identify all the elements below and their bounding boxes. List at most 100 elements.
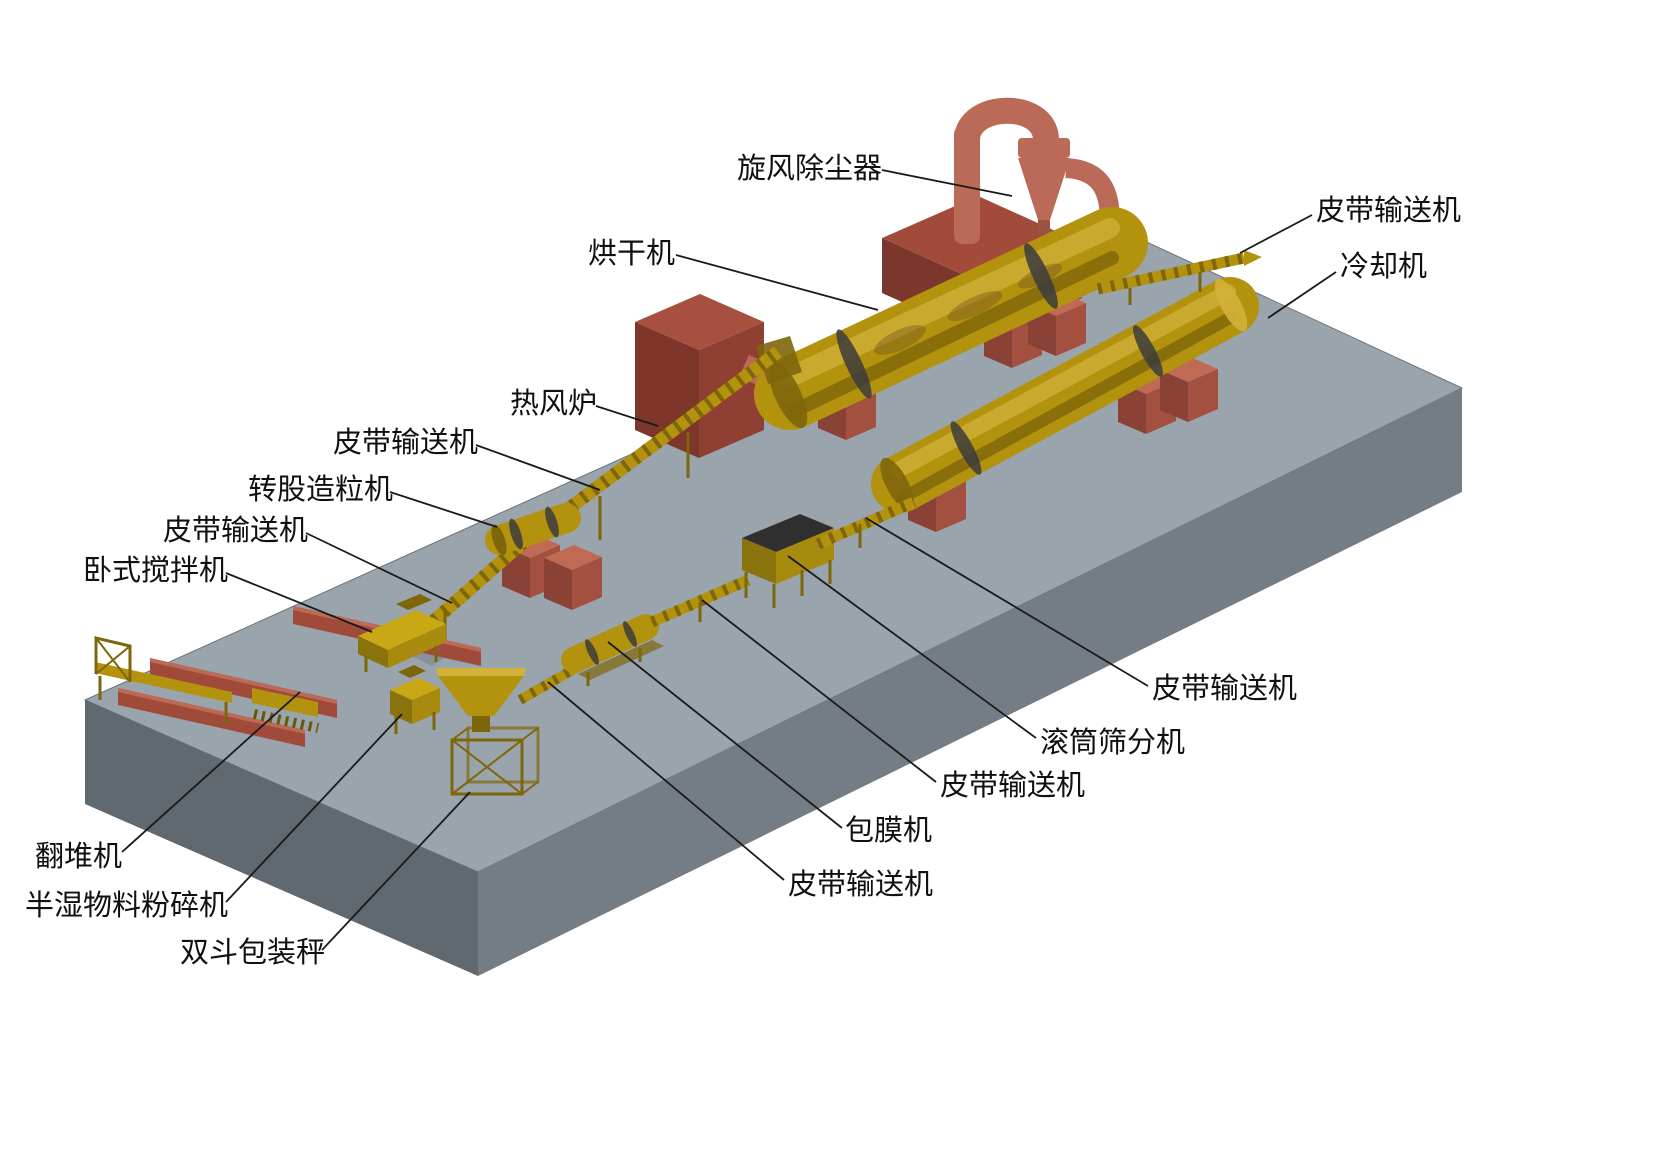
cooler-ring [1133, 325, 1163, 377]
turner-tower [94, 636, 132, 682]
label-coating-machine: 包膜机 [845, 814, 932, 847]
leader-cyclone-dust-collector [881, 169, 1013, 197]
cyclone-cone [1018, 158, 1070, 220]
leader-drum-screening-machine [787, 555, 1037, 739]
block-face [572, 557, 602, 610]
leader-horizontal-mixer [225, 572, 373, 633]
crusher-top [390, 678, 440, 700]
cyclone-body-top [1018, 138, 1070, 158]
label-belt-conveyor-upper-left: 皮带输送机 [333, 426, 478, 459]
turner-tines [252, 709, 320, 733]
scale-frame-edge [521, 781, 539, 795]
block-face [544, 558, 572, 610]
coater-ring [585, 639, 599, 665]
block-face [544, 545, 602, 570]
granulator-ring [509, 518, 523, 550]
leader-cooling-machine [1267, 271, 1337, 319]
cyclone-elbow-pipe [954, 97, 1059, 143]
scale-rim [436, 668, 526, 676]
cooler-shadow [896, 312, 1236, 504]
dryer-ring [1024, 243, 1058, 309]
dryer-shadow [785, 251, 1119, 419]
support-block [544, 545, 602, 610]
conveyor-truss [649, 574, 751, 628]
label-drum-screening-machine: 滚筒筛分机 [1040, 726, 1185, 759]
dryer-drum [754, 207, 1148, 430]
label-belt-conveyor-top-right: 皮带输送机 [1316, 194, 1461, 227]
leader-dryer [675, 254, 879, 311]
label-compost-turner: 翻堆机 [35, 840, 122, 873]
scale-frame-back [466, 726, 540, 784]
leader-lines [121, 169, 1337, 951]
horizontal-mixer-graphic [358, 594, 446, 672]
leader-belt-conveyor-bottom [547, 681, 785, 881]
label-horizontal-mixer: 卧式搅拌机 [83, 554, 228, 587]
crusher-left [390, 690, 412, 724]
crusher-hopper [398, 665, 426, 678]
granulator-end-cap [491, 524, 507, 556]
leader-belt-conveyor-right-mid [865, 517, 1149, 687]
dryer-texture [947, 290, 1003, 322]
label-belt-conveyor-left: 皮带输送机 [163, 514, 308, 547]
equipment-labels: 旋风除尘器皮带输送机冷却机烘干机热风炉皮带输送机转股造粒机皮带输送机卧式搅拌机翻… [25, 152, 1461, 969]
turner-rotor-housing [252, 688, 318, 717]
cooler-end-face [1214, 278, 1248, 332]
block-face [1056, 303, 1086, 356]
label-belt-conveyor-bottom: 皮带输送机 [788, 868, 933, 901]
dryer-inlet-hood [756, 336, 802, 384]
cooler-highlight [890, 284, 1236, 478]
leader-belt-conveyor-left [305, 532, 453, 604]
leader-rotary-granulator [389, 491, 498, 528]
mixer-left [358, 636, 388, 668]
coater-ring [623, 621, 637, 647]
furnace-top [635, 294, 764, 350]
block-face [1160, 370, 1188, 422]
leader-semi-wet-material-crusher [225, 713, 403, 903]
label-semi-wet-material-crusher: 半湿物料粉碎机 [25, 889, 228, 922]
granulator-drum [485, 503, 581, 556]
dryer-ring [836, 329, 872, 399]
wall [118, 688, 305, 747]
coater-base [578, 640, 664, 680]
cooler-drum [871, 277, 1259, 513]
block-face [1188, 369, 1218, 422]
dryer-texture [874, 325, 926, 355]
scale-funnel [438, 676, 524, 716]
label-hot-air-furnace: 热风炉 [510, 387, 597, 420]
scale-brace [451, 739, 523, 795]
leader-double-hopper-packing-scale [321, 791, 471, 951]
conveyor-belt [1096, 252, 1246, 295]
label-cooling-machine: 冷却机 [1340, 250, 1427, 283]
mixer-top [358, 610, 446, 650]
platform-left-face [85, 700, 478, 976]
crusher-graphic [390, 665, 440, 734]
wall-cap [150, 658, 337, 704]
packing-scale-graphic [436, 668, 540, 796]
belt-conveyor-mid-graphic [649, 574, 751, 628]
belt-conveyor-right-mid-graphic [815, 496, 917, 550]
scale-frame-front [450, 738, 524, 796]
cooler-body [871, 277, 1259, 513]
label-rotary-granulator: 转股造粒机 [248, 473, 393, 506]
scale-neck [472, 716, 490, 732]
cyclone-tip [1038, 220, 1050, 234]
wall-cap [118, 688, 305, 734]
belt-conveyor-top-right-graphic [1096, 250, 1262, 305]
leader-compost-turner [121, 691, 301, 853]
support-block [1160, 357, 1218, 422]
leader-belt-conveyor-top-right [1239, 214, 1313, 254]
cyclone-riser-pipe [954, 126, 980, 244]
conveyor-tip [1244, 250, 1262, 266]
label-double-hopper-packing-scale: 双斗包装秤 [180, 936, 325, 969]
compost-turner-graphic [94, 636, 320, 733]
screen-hopper [742, 514, 834, 552]
drum-screen-graphic [742, 514, 834, 608]
leader-coating-machine [607, 641, 843, 829]
mixer-right [388, 624, 446, 668]
cooler-end-cap [880, 457, 914, 511]
label-dryer: 烘干机 [588, 237, 675, 270]
dryer-body [754, 207, 1148, 430]
leader-belt-conveyor-upper-left [475, 444, 601, 491]
mixer-hopper [396, 594, 432, 610]
